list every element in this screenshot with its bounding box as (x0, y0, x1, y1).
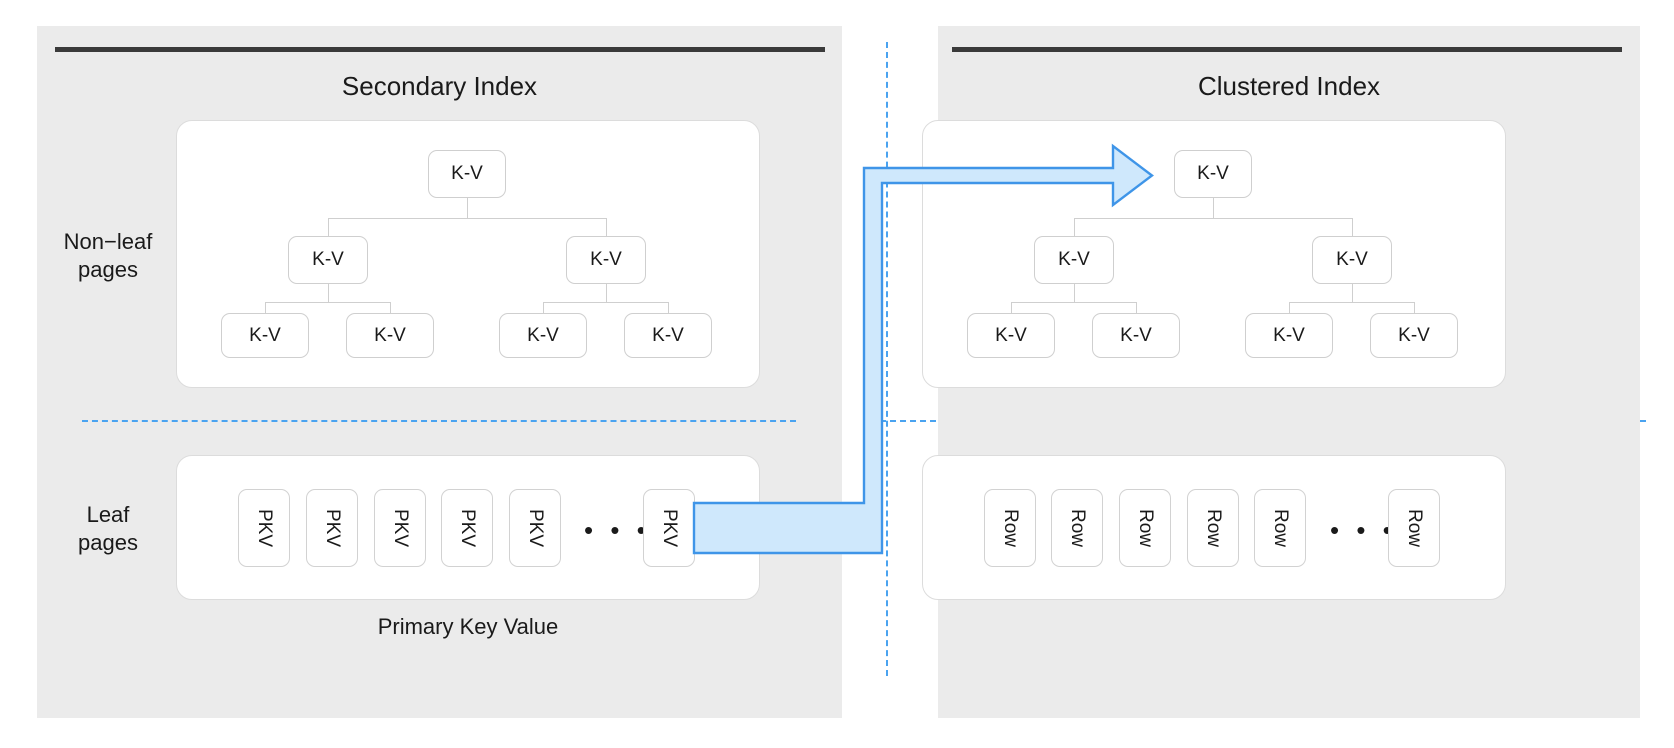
tree-connector (1289, 302, 1290, 314)
tree-connector (1011, 302, 1137, 303)
tree-connector (390, 302, 391, 314)
leaf-cell-pkv-last[interactable]: PKV (643, 489, 695, 567)
panel-divider-vertical (886, 42, 888, 676)
leaf-ellipsis-right: • • • (1330, 515, 1397, 545)
leaf-pages-label: Leaf pages (48, 501, 168, 556)
leaf-ellipsis-left: • • • (584, 515, 651, 545)
non-leaf-pages-label: Non−leaf pages (48, 228, 168, 283)
tree-node-root[interactable]: K-V (428, 150, 506, 198)
leaf-cell-row[interactable]: Row (984, 489, 1036, 567)
tree-connector (1011, 302, 1012, 314)
secondary-index-title: Secondary Index (341, 71, 538, 101)
leaf-cell-pkv[interactable]: PKV (238, 489, 290, 567)
leaf-cell-row[interactable]: Row (1187, 489, 1239, 567)
tree-connector (606, 218, 607, 238)
tree-node-level1[interactable]: K-V (566, 236, 646, 284)
tree-node-level1[interactable]: K-V (1034, 236, 1114, 284)
tree-connector (1213, 198, 1214, 218)
leaf-cell-pkv[interactable]: PKV (441, 489, 493, 567)
leaf-cell-row-last[interactable]: Row (1388, 489, 1440, 567)
leaf-boundary-divider-left (82, 420, 796, 422)
tree-connector (606, 284, 607, 302)
tree-node-level2[interactable]: K-V (1245, 313, 1333, 358)
clustered-index-rule (952, 47, 1622, 52)
tree-node-level2[interactable]: K-V (1370, 313, 1458, 358)
tree-node-level1[interactable]: K-V (1312, 236, 1392, 284)
leaf-pages-label-line1: Leaf (86, 502, 130, 527)
non-leaf-pages-label-line2: pages (78, 256, 138, 282)
tree-connector (328, 284, 329, 302)
tree-connector (1074, 218, 1075, 238)
tree-node-level2[interactable]: K-V (221, 313, 309, 358)
secondary-index-rule (55, 47, 825, 52)
leaf-cell-pkv[interactable]: PKV (374, 489, 426, 567)
tree-node-root[interactable]: K-V (1174, 150, 1252, 198)
leaf-pages-label-line2: pages (78, 529, 138, 555)
tree-node-level1[interactable]: K-V (288, 236, 368, 284)
arrow-shape (692, 143, 1154, 555)
tree-connector (1352, 218, 1353, 238)
non-leaf-pages-label-line1: Non−leaf (63, 229, 153, 254)
tree-connector (1414, 302, 1415, 314)
tree-node-level2[interactable]: K-V (499, 313, 587, 358)
tree-connector (328, 218, 329, 238)
leaf-cell-pkv[interactable]: PKV (509, 489, 561, 567)
tree-node-level2[interactable]: K-V (346, 313, 434, 358)
tree-connector (328, 218, 607, 219)
tree-connector (1352, 284, 1353, 302)
tree-connector (1136, 302, 1137, 314)
tree-connector (543, 302, 544, 314)
leaf-cell-row[interactable]: Row (1119, 489, 1171, 567)
primary-key-value-caption: Primary Key Value (377, 614, 559, 639)
tree-connector (1289, 302, 1415, 303)
leaf-cell-row[interactable]: Row (1051, 489, 1103, 567)
tree-node-level2[interactable]: K-V (1092, 313, 1180, 358)
leaf-cell-row[interactable]: Row (1254, 489, 1306, 567)
tree-node-level2[interactable]: K-V (967, 313, 1055, 358)
tree-connector (1074, 284, 1075, 302)
tree-node-level2[interactable]: K-V (624, 313, 712, 358)
tree-connector (265, 302, 266, 314)
tree-connector (1074, 218, 1353, 219)
tree-connector (543, 302, 669, 303)
tree-connector (668, 302, 669, 314)
clustered-index-title: Clustered Index (1197, 71, 1381, 101)
tree-connector (265, 302, 391, 303)
leaf-cell-pkv[interactable]: PKV (306, 489, 358, 567)
tree-connector (467, 198, 468, 218)
